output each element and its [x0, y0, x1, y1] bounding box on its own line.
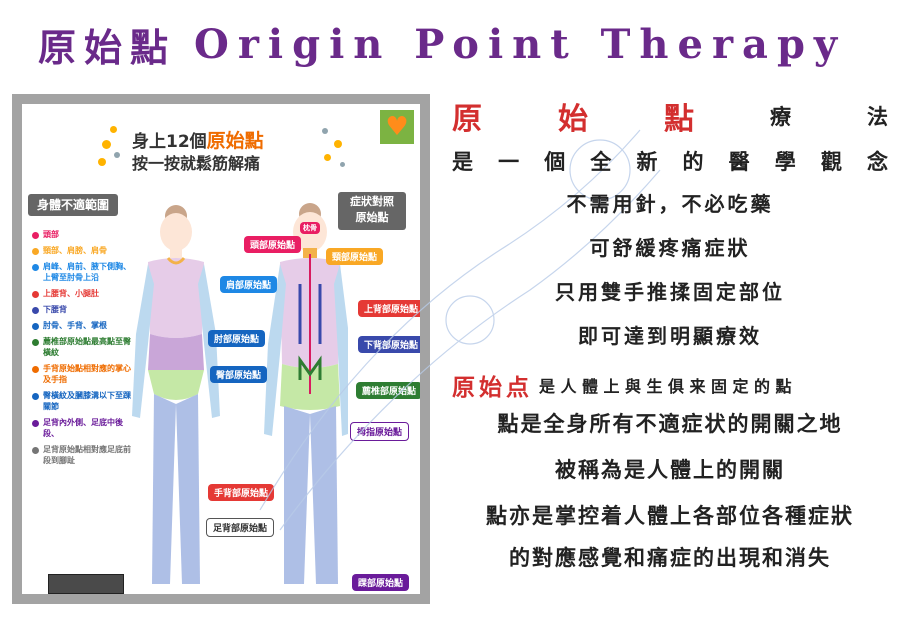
reference-title: 症狀對照 原始點: [338, 192, 406, 230]
legend-item: 頭部: [32, 229, 132, 240]
point-label-head: 頭部原始點: [244, 236, 302, 253]
point-label-foot-back: 足背部原始點: [206, 518, 275, 537]
concept-char: 全: [590, 149, 612, 174]
heart-icon: ♥: [380, 110, 414, 144]
point-label-hip: 臀部原始點: [210, 366, 268, 383]
point-label-shoulder: 肩部原始點: [220, 276, 278, 293]
legend-item: 肘骨、手背、掌根: [32, 320, 132, 331]
concept-char: 念: [866, 149, 888, 174]
legend-item: 臀橫紋及膕膝溝以下至踝關節: [32, 390, 132, 412]
legend-dot: [32, 307, 39, 314]
line-body-switch: 被稱為是人體上的開關: [555, 457, 785, 482]
concept-char: 醫: [728, 149, 750, 174]
legend-label: 肘骨、手背、掌根: [43, 321, 107, 330]
legend-label: 足背原始點相對應足底前段到腳趾: [43, 445, 131, 465]
legend-item: 薦椎部原始點最高點至臀橫紋: [32, 336, 132, 358]
reference-title-line2: 原始點: [355, 211, 389, 224]
definition-row: 原始点 是人體上與生俱来固定的點: [452, 368, 892, 402]
legend-dot: [32, 291, 39, 298]
legend-dot: [32, 323, 39, 330]
line-appear-disappear: 的對應感覺和痛症的出現和消失: [509, 545, 831, 570]
legend-dot: [32, 366, 39, 373]
legend: 頭部 頸部、肩膀、肩骨 肩峰、肩前、腋下側胸、上臂至肘骨上沿 上腰背、小腿肚 下…: [32, 229, 132, 471]
page-title: 原始點 Origin Point Therapy: [38, 14, 846, 74]
legend-dot: [32, 264, 39, 271]
headline-char: 點: [664, 102, 694, 137]
poster-footer-box: [48, 574, 124, 594]
legend-item: 足背內外側、足底中後段、: [32, 417, 132, 439]
line-no-needles: 不需用針，不必吃藥: [566, 192, 774, 216]
concept-char: 一: [498, 149, 520, 174]
legend-label: 臀橫紋及膕膝溝以下至踝關節: [43, 391, 131, 411]
legend-label: 頭部: [43, 230, 59, 239]
definition-text: 是人體上與生俱来固定的點: [539, 377, 798, 396]
concept-char: 學: [774, 149, 796, 174]
definition-term: 原始点: [452, 374, 533, 401]
legend-item: 足背原始點相對應足底前段到腳趾: [32, 444, 132, 466]
concept-char: 觀: [820, 149, 842, 174]
legend-item: 下腰背: [32, 304, 132, 315]
poster-frame: ♥ 身上12個原始點 按一按就鬆筋解痛 身體不適範圍 症狀對照 原始點 頭部 頸…: [12, 94, 430, 604]
poster-headline-highlight: 原始點: [206, 130, 264, 152]
legend-label: 手背原始點相對應的掌心及手指: [43, 364, 131, 384]
legend-dot: [32, 248, 39, 255]
concept-char: 的: [682, 149, 704, 174]
legend-dot: [32, 420, 39, 427]
legend-dot: [32, 393, 39, 400]
line-relieve-pain: 可舒緩疼痛症狀: [589, 236, 751, 260]
concept-char: 新: [636, 149, 658, 174]
point-label-upper-back: 上背部原始點: [358, 300, 420, 317]
legend-label: 上腰背、小腿肚: [43, 289, 99, 298]
headline-char: 原: [452, 102, 482, 137]
poster-headline-prefix: 身上12個: [132, 132, 207, 152]
legend-dot: [32, 447, 39, 454]
legend-label: 肩峰、肩前、腋下側胸、上臂至肘骨上沿: [43, 262, 131, 282]
legend-item: 肩峰、肩前、腋下側胸、上臂至肘骨上沿: [32, 261, 132, 283]
legend-dot: [32, 339, 39, 346]
title-chinese: 原始點: [38, 24, 177, 70]
headline-char: 法: [867, 104, 888, 129]
concept-char: 是: [452, 149, 473, 174]
poster-headline: 身上12個原始點: [132, 126, 264, 153]
concept-char: 個: [544, 149, 566, 174]
legend-item: 頸部、肩膀、肩骨: [32, 245, 132, 256]
title-english: Origin Point Therapy: [194, 20, 847, 68]
point-label-lower-back: 下背部原始點: [358, 336, 420, 353]
range-title: 身體不適範圍: [28, 194, 118, 216]
legend-label: 薦椎部原始點最高點至臀橫紋: [43, 337, 131, 357]
legend-label: 頸部、肩膀、肩骨: [43, 246, 107, 255]
legend-item: 手背原始點相對應的掌心及手指: [32, 363, 132, 385]
point-label-hand-back: 手背部原始點: [208, 484, 275, 501]
poster: ♥ 身上12個原始點 按一按就鬆筋解痛 身體不適範圍 症狀對照 原始點 頭部 頸…: [22, 104, 420, 594]
headline-char: 始: [558, 102, 588, 137]
point-label-neck: 頸部原始點: [326, 248, 384, 265]
line-switch: 點是全身所有不適症状的開關之地: [497, 411, 843, 436]
legend-item: 上腰背、小腿肚: [32, 288, 132, 299]
legend-dot: [32, 232, 39, 239]
legend-label: 足背內外側、足底中後段、: [43, 418, 123, 438]
point-label-thumb: 拇指原始點: [350, 422, 410, 441]
point-label-elbow: 肘部原始點: [208, 330, 266, 347]
line-control: 點亦是掌控着人體上各部位各種症狀: [486, 503, 854, 528]
point-label-ankle: 踝部原始點: [352, 574, 410, 591]
legend-label: 下腰背: [43, 305, 67, 314]
line-hands-only: 只用雙手推揉固定部位: [555, 280, 785, 304]
headline-char: 療: [770, 104, 791, 129]
point-label-sacrum: 薦椎部原始點: [356, 382, 420, 399]
concept-row: 是 一 個 全 新 的 醫 學 觀 念: [452, 144, 888, 178]
point-label-neck-marker: 枕骨: [300, 222, 320, 234]
reference-title-line1: 症狀對照: [350, 195, 394, 208]
poster-subheadline: 按一按就鬆筋解痛: [132, 154, 261, 173]
line-effective: 即可達到明顯療效: [578, 324, 762, 348]
headline-row: 原 始 點 療 法: [452, 96, 888, 137]
